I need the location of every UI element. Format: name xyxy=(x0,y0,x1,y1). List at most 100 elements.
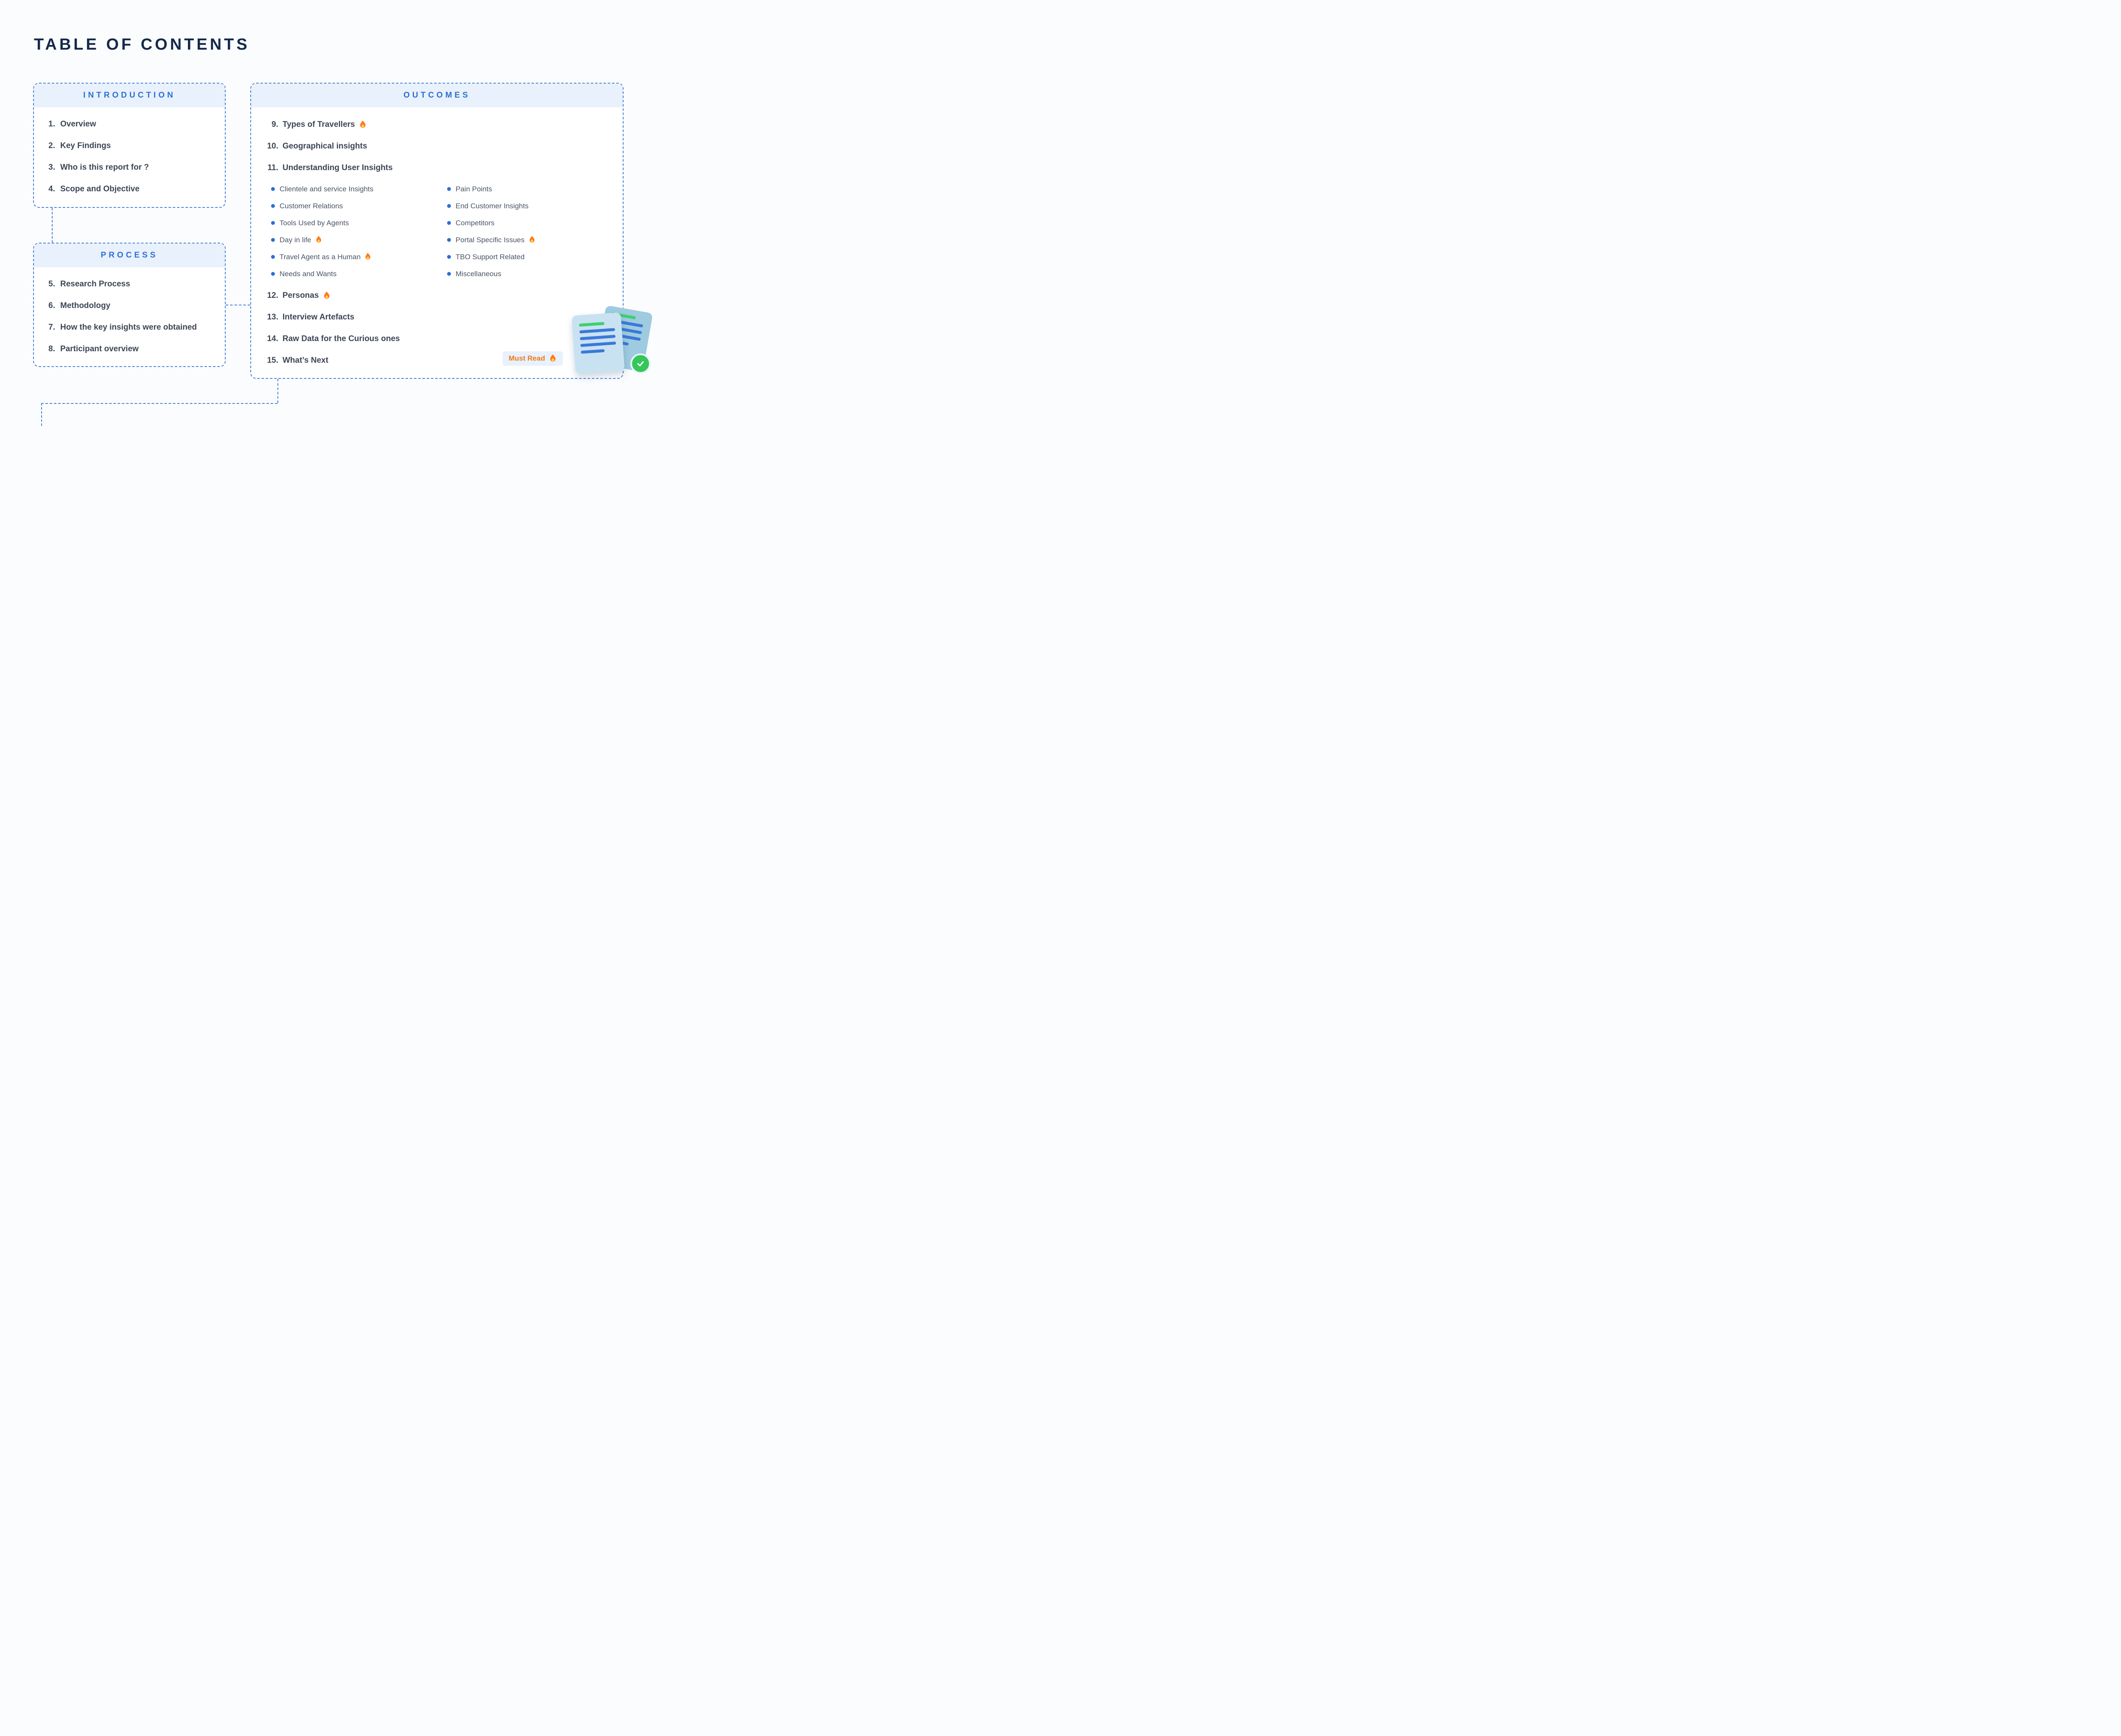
toc-item: 9. Types of Travellers xyxy=(266,120,615,130)
toc-item: 6. Methodology xyxy=(47,301,217,311)
sublist-right-column: Pain Points End Customer Insights Compet… xyxy=(447,185,536,278)
toc-sub-item: Tools Used by Agents xyxy=(271,218,447,227)
toc-item: 1. Overview xyxy=(47,119,217,129)
toc-item: 11. Understanding User Insights xyxy=(266,163,615,173)
toc-item-number: 1. xyxy=(48,120,55,129)
toc-item: 13. Interview Artefacts xyxy=(266,312,615,322)
toc-sub-item: Needs and Wants xyxy=(271,269,447,278)
toc-item-number: 14. xyxy=(267,334,278,343)
doc-line xyxy=(581,349,605,354)
toc-item: 5. Research Process xyxy=(47,279,217,289)
toc-item: 3. Who is this report for ? xyxy=(47,162,217,173)
outcomes-header: OUTCOMES xyxy=(251,84,623,107)
fire-icon xyxy=(359,120,367,129)
toc-sub-item: Portal Specific Issues xyxy=(447,235,536,244)
toc-sub-item-label: Travel Agent as a Human xyxy=(280,253,361,261)
toc-item-label: Raw Data for the Curious ones xyxy=(283,334,400,343)
toc-item: 15. What’s Next xyxy=(266,356,615,366)
toc-sub-item-label: Needs and Wants xyxy=(280,270,337,278)
toc-sub-item: Day in life xyxy=(271,235,447,244)
toc-item-label: Geographical insights xyxy=(283,142,367,151)
toc-item-number: 2. xyxy=(48,141,55,150)
toc-sub-item-label: TBO Support Related xyxy=(456,253,525,261)
bullet-icon xyxy=(447,204,451,208)
bullet-icon xyxy=(271,272,275,276)
toc-item-number: 12. xyxy=(267,291,278,300)
check-icon xyxy=(630,353,651,374)
toc-item-number: 13. xyxy=(267,313,278,322)
toc-sub-item: TBO Support Related xyxy=(447,252,536,261)
bullet-icon xyxy=(447,272,451,276)
fire-icon xyxy=(315,236,322,244)
toc-item-number: 4. xyxy=(48,185,55,193)
fire-icon xyxy=(529,236,536,244)
toc-item-label: Types of Travellers xyxy=(283,120,355,129)
toc-item-label: Methodology xyxy=(60,301,111,310)
doc-line xyxy=(579,322,605,327)
toc-item-number: 10. xyxy=(267,142,278,151)
introduction-panel: INTRODUCTION 1. Overview 2. Key Findings… xyxy=(33,83,226,208)
toc-sub-item-label: End Customer Insights xyxy=(456,202,529,210)
toc-sub-item-label: Clientele and service Insights xyxy=(280,185,374,193)
toc-item-label: Personas xyxy=(283,291,319,300)
toc-item: 12. Personas xyxy=(266,291,615,301)
toc-item: 2. Key Findings xyxy=(47,141,217,151)
must-read-badge: Must Read xyxy=(503,351,563,366)
connector-intro-process xyxy=(52,208,53,243)
bullet-icon xyxy=(447,187,451,191)
toc-item-label: Interview Artefacts xyxy=(283,313,355,322)
fire-icon xyxy=(549,354,557,363)
toc-sub-item-label: Portal Specific Issues xyxy=(456,236,525,244)
toc-item-label: Research Process xyxy=(60,280,130,288)
toc-sub-item: Clientele and service Insights xyxy=(271,185,447,193)
toc-item-number: 5. xyxy=(48,280,55,288)
toc-item-label: Key Findings xyxy=(60,141,111,150)
toc-item-label: Scope and Objective xyxy=(60,185,140,193)
toc-item-label: Participant overview xyxy=(60,344,139,353)
toc-item-number: 8. xyxy=(48,344,55,353)
toc-sub-item-label: Miscellaneous xyxy=(456,270,501,278)
bullet-icon xyxy=(271,204,275,208)
connector-outcomes-down xyxy=(277,379,278,403)
toc-sub-item: Pain Points xyxy=(447,185,536,193)
process-items: 5. Research Process 6. Methodology 7. Ho… xyxy=(34,267,225,354)
doc-line xyxy=(579,335,616,340)
toc-item-number: 15. xyxy=(267,356,278,365)
process-panel: PROCESS 5. Research Process 6. Methodolo… xyxy=(33,243,226,367)
toc-sub-item-label: Customer Relations xyxy=(280,202,343,210)
connector-bottom-vertical xyxy=(41,403,42,426)
toc-item-number: 11. xyxy=(267,163,278,172)
toc-sub-item: Customer Relations xyxy=(271,202,447,210)
toc-sub-item: End Customer Insights xyxy=(447,202,536,210)
bullet-icon xyxy=(447,255,451,259)
fire-icon xyxy=(323,291,331,300)
outcomes-items: 9. Types of Travellers 10. Geographical … xyxy=(251,107,623,366)
page-title: TABLE OF CONTENTS xyxy=(34,36,250,53)
toc-item-number: 3. xyxy=(48,163,55,172)
process-header: PROCESS xyxy=(34,244,225,267)
toc-item-number: 7. xyxy=(48,323,55,332)
toc-sub-item-label: Pain Points xyxy=(456,185,492,193)
user-insights-sublist: Clientele and service Insights Customer … xyxy=(271,185,615,278)
bullet-icon xyxy=(271,221,275,225)
sublist-left-column: Clientele and service Insights Customer … xyxy=(271,185,447,278)
toc-item-number: 6. xyxy=(48,301,55,310)
bullet-icon xyxy=(447,238,451,242)
introduction-items: 1. Overview 2. Key Findings 3. Who is th… xyxy=(34,107,225,194)
toc-item-label: Understanding User Insights xyxy=(283,163,393,172)
toc-item-label: What’s Next xyxy=(283,356,329,365)
bullet-icon xyxy=(271,255,275,259)
toc-item-number: 9. xyxy=(271,120,278,129)
fire-icon xyxy=(364,253,372,261)
toc-item-label: Who is this report for ? xyxy=(60,163,149,172)
bullet-icon xyxy=(447,221,451,225)
toc-item: 10. Geographical insights xyxy=(266,141,615,151)
toc-sub-item-label: Competitors xyxy=(456,219,495,227)
introduction-header: INTRODUCTION xyxy=(34,84,225,107)
bullet-icon xyxy=(271,187,275,191)
toc-item: 4. Scope and Objective xyxy=(47,184,217,194)
document-page-front-icon xyxy=(571,312,625,374)
toc-item: 8. Participant overview xyxy=(47,344,217,354)
toc-sub-item-label: Day in life xyxy=(280,236,311,244)
doc-line xyxy=(579,328,616,333)
